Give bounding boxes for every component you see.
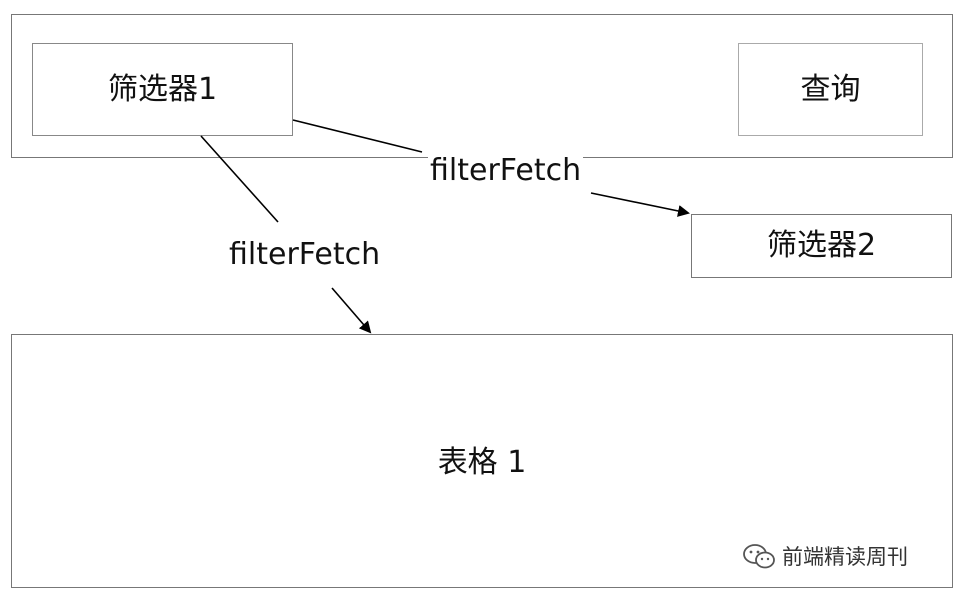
table1-label: 表格 1 bbox=[437, 445, 527, 480]
edge-filter1-table1-segment-b bbox=[331, 287, 372, 334]
table1-node: 表格 1 bbox=[11, 334, 953, 588]
edge-filter1-filter2-segment-a bbox=[292, 119, 423, 153]
edge-filter1-table1-segment-a bbox=[200, 135, 279, 223]
query-node: 查询 bbox=[738, 43, 923, 136]
filter2-node: 筛选器2 bbox=[691, 214, 952, 278]
filter1-node: 筛选器1 bbox=[32, 43, 293, 136]
filter1-label: 筛选器1 bbox=[107, 71, 218, 107]
watermark-text: 前端精读周刊 bbox=[782, 545, 908, 569]
watermark: 前端精读周刊 bbox=[742, 541, 908, 571]
query-label: 查询 bbox=[800, 71, 861, 107]
edge-filter1-filter2-segment-b bbox=[590, 192, 690, 217]
edge-label-filter1-filter2: filterFetch bbox=[428, 153, 584, 188]
edge-label-filter1-table1: filterFetch bbox=[227, 237, 383, 272]
wechat-icon bbox=[743, 544, 775, 569]
filter2-label: 筛选器2 bbox=[766, 228, 877, 263]
